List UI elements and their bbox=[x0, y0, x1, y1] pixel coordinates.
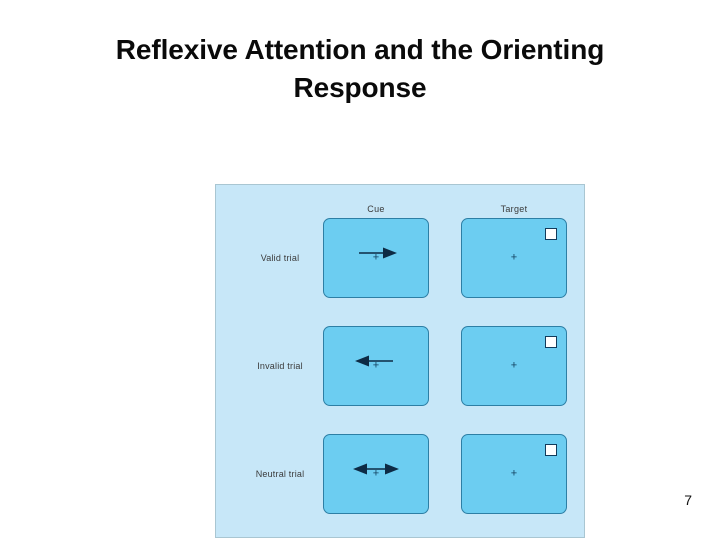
row-label-neutral-trial: Neutral trial bbox=[255, 469, 305, 479]
page-number: 7 bbox=[684, 492, 692, 508]
panel-invalid-target: + bbox=[461, 326, 567, 406]
panel-invalid-cue: + bbox=[323, 326, 429, 406]
arrow-both-icon bbox=[345, 462, 407, 476]
fixation-cross: + bbox=[372, 467, 380, 480]
trial-diagram: Cue Target Valid trial + + Invalid trial… bbox=[215, 184, 585, 538]
column-header-cue: Cue bbox=[367, 204, 385, 214]
row-label-valid-trial: Valid trial bbox=[260, 253, 300, 263]
row-label-invalid-trial: Invalid trial bbox=[257, 361, 303, 371]
fixation-cross: + bbox=[372, 359, 380, 372]
arrow-left-icon bbox=[345, 354, 407, 368]
page-title: Reflexive Attention and the Orienting Re… bbox=[115, 34, 605, 104]
column-header-target: Target bbox=[500, 204, 528, 214]
fixation-cross: + bbox=[510, 467, 518, 480]
fixation-cross: + bbox=[510, 251, 518, 264]
fixation-cross: + bbox=[510, 359, 518, 372]
panel-valid-cue: + bbox=[323, 218, 429, 298]
arrow-right-icon bbox=[345, 246, 407, 260]
panel-neutral-target: + bbox=[461, 434, 567, 514]
fixation-cross: + bbox=[372, 251, 380, 264]
target-square-icon bbox=[545, 444, 557, 456]
target-square-icon bbox=[545, 228, 557, 240]
panel-neutral-cue: + bbox=[323, 434, 429, 514]
panel-valid-target: + bbox=[461, 218, 567, 298]
target-square-icon bbox=[545, 336, 557, 348]
